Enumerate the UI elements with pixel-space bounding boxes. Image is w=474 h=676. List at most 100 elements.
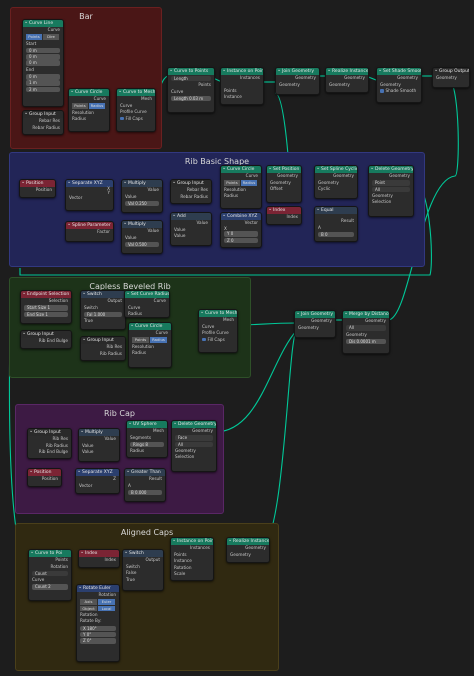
output-socket-curve[interactable]: Curve bbox=[47, 27, 60, 32]
input-resolution[interactable]: Resolution bbox=[72, 109, 94, 115]
input-value-a[interactable]: Value bbox=[174, 226, 186, 232]
mode-points[interactable]: Points bbox=[72, 103, 89, 109]
input-geometry[interactable]: Geometry bbox=[318, 179, 339, 185]
input-rotation[interactable]: Rotation bbox=[80, 611, 98, 617]
input-vector[interactable]: Vector bbox=[79, 482, 93, 488]
mode-dropdown[interactable]: All bbox=[346, 325, 386, 331]
output-geometry[interactable]: Geometry bbox=[333, 173, 354, 178]
rings-field[interactable]: Rings 8 bbox=[130, 441, 164, 448]
input-true[interactable]: True bbox=[126, 576, 135, 582]
type-euler[interactable]: Euler bbox=[98, 599, 116, 605]
input-geometry[interactable]: Geometry bbox=[270, 179, 291, 185]
mode-points[interactable]: Points bbox=[224, 180, 241, 186]
output-geometry[interactable]: Geometry bbox=[311, 318, 332, 323]
output-curve[interactable]: Curve bbox=[153, 298, 166, 303]
output-value[interactable]: Value bbox=[147, 228, 160, 233]
node-greater-than[interactable]: Greater Than Result A B 0.000 bbox=[124, 468, 166, 502]
node-position-1[interactable]: Position Position bbox=[19, 179, 56, 198]
start-y-field[interactable]: 0 m bbox=[26, 54, 60, 60]
input-switch[interactable]: Switch bbox=[126, 563, 140, 569]
output-output[interactable]: Output bbox=[145, 557, 160, 562]
output-geometry[interactable]: Geometry bbox=[245, 545, 266, 550]
mode-points[interactable]: Points bbox=[132, 337, 150, 343]
output-rebar-radius[interactable]: Rebar Radius bbox=[32, 124, 60, 130]
output-x[interactable]: X bbox=[107, 186, 110, 191]
distance-field[interactable]: Dis 0.0001 m bbox=[346, 338, 386, 345]
input-x[interactable]: X bbox=[224, 225, 227, 231]
output-value[interactable]: Value bbox=[147, 187, 160, 192]
y-field[interactable]: Y 0 bbox=[224, 231, 258, 237]
output-value[interactable]: Value bbox=[196, 220, 209, 225]
node-curve-to-mesh-bar[interactable]: Curve to Mesh Mesh Curve Profile Curve F… bbox=[116, 88, 156, 132]
input-geometry[interactable]: Geometry bbox=[372, 192, 393, 198]
node-equal[interactable]: Equal Result A B 0 bbox=[314, 206, 358, 242]
mode-radius[interactable]: Radius bbox=[89, 103, 106, 109]
input-radius[interactable]: Radius bbox=[130, 448, 145, 454]
input-radius[interactable]: Radius bbox=[224, 193, 239, 199]
output-result[interactable]: Result bbox=[149, 476, 162, 481]
input-vector[interactable]: Vector bbox=[69, 195, 83, 200]
input-value[interactable]: Value bbox=[125, 193, 137, 199]
b-field[interactable]: B 0.000 bbox=[128, 489, 162, 496]
node-curve-to-mesh-2[interactable]: Curve to Mesh Mesh Curve Profile Curve F… bbox=[198, 309, 238, 353]
output-selection[interactable]: Selection bbox=[48, 298, 68, 303]
node-position-2[interactable]: Position Position bbox=[27, 468, 62, 487]
input-curve[interactable]: Curve bbox=[128, 304, 141, 310]
b-field[interactable]: B 0 bbox=[318, 231, 354, 238]
mode-radius[interactable]: Radius bbox=[241, 180, 258, 186]
input-selection[interactable]: Selection bbox=[372, 199, 392, 205]
output-curve[interactable]: Curve bbox=[93, 96, 106, 101]
start-size-field[interactable]: Start Size 1 bbox=[24, 305, 68, 311]
input-points[interactable]: Points bbox=[224, 87, 237, 93]
node-switch-2[interactable]: Switch Output Switch False True bbox=[122, 549, 164, 591]
end-size-field[interactable]: End Size 1 bbox=[24, 311, 68, 318]
node-separate-xyz-2[interactable]: Separate XYZ Z Vector bbox=[75, 468, 120, 494]
input-instance[interactable]: Instance bbox=[174, 558, 192, 563]
node-set-curve-radius[interactable]: Set Curve Radius Curve Curve Radius bbox=[124, 290, 170, 318]
mode-points[interactable]: Points bbox=[26, 34, 43, 40]
mode-dropdown[interactable]: Count bbox=[32, 570, 68, 577]
count-field[interactable]: Count 2 bbox=[32, 584, 68, 590]
node-set-shade-smooth[interactable]: Set Shade Smooth Geometry Geometry Shade… bbox=[376, 67, 422, 103]
output-geometry[interactable]: Geometry bbox=[365, 318, 386, 323]
input-radius[interactable]: Radius bbox=[128, 311, 143, 316]
node-merge-by-distance[interactable]: Merge by Distance Geometry All Geometry … bbox=[342, 310, 390, 354]
node-group-input-ribcap[interactable]: Group Input Rib Res Rib Radius Rib End B… bbox=[27, 428, 72, 459]
output-y[interactable]: Y bbox=[107, 190, 110, 195]
fill-caps-checkbox[interactable]: Fill Caps bbox=[199, 337, 237, 344]
value-field[interactable]: Val 0.250 bbox=[125, 200, 159, 207]
end-z-field[interactable]: 2 m bbox=[26, 86, 60, 93]
input-curve[interactable]: Curve bbox=[171, 88, 184, 94]
length-field[interactable]: Length 0.03 m bbox=[171, 95, 211, 102]
node-switch-1[interactable]: Switch Output Switch Fal 1.000 True bbox=[80, 290, 126, 330]
node-uv-sphere[interactable]: UV Sphere Mesh Segments Rings 8 Radius bbox=[126, 420, 168, 458]
mode-direction[interactable]: Dire bbox=[43, 34, 60, 40]
rotate-z-field[interactable]: Z 0° bbox=[80, 638, 116, 644]
input-geometry[interactable]: Geometry bbox=[230, 551, 251, 557]
node-group-input-rib[interactable]: Group Input Rebar Res Rebar Radius bbox=[170, 179, 212, 204]
input-profile-curve[interactable]: Profile Curve bbox=[202, 330, 229, 335]
input-value-a[interactable]: Value bbox=[82, 442, 94, 448]
output-position[interactable]: Position bbox=[35, 187, 52, 192]
node-multiply-3[interactable]: Multiply Value Value Value bbox=[78, 428, 120, 462]
output-rebar-res[interactable]: Rebar Res bbox=[186, 187, 208, 192]
mode-dropdown[interactable]: Length bbox=[171, 75, 211, 82]
output-index[interactable]: Index bbox=[104, 557, 116, 562]
input-geometry[interactable]: Geometry bbox=[279, 81, 300, 87]
output-rebar-res[interactable]: Rebar Res bbox=[38, 118, 60, 123]
mode-dropdown[interactable]: All bbox=[175, 441, 213, 448]
end-y-field[interactable]: 1 m bbox=[26, 80, 60, 86]
node-curve-to-points-2[interactable]: Curve to Poi Points Rotation Count Curve… bbox=[28, 549, 72, 601]
output-rebar-radius[interactable]: Rebar Radius bbox=[180, 193, 208, 199]
input-geometry[interactable]: Geometry bbox=[329, 81, 350, 87]
space-local[interactable]: Local bbox=[98, 605, 116, 612]
node-spline-parameter[interactable]: Spline Parameter Factor bbox=[65, 221, 114, 242]
domain-dropdown[interactable]: Point bbox=[372, 180, 410, 186]
output-instances[interactable]: Instances bbox=[190, 545, 210, 550]
input-segments[interactable]: Segments bbox=[130, 434, 152, 440]
node-realize-instances-2[interactable]: Realize Instances Geometry Geometry bbox=[226, 537, 270, 563]
